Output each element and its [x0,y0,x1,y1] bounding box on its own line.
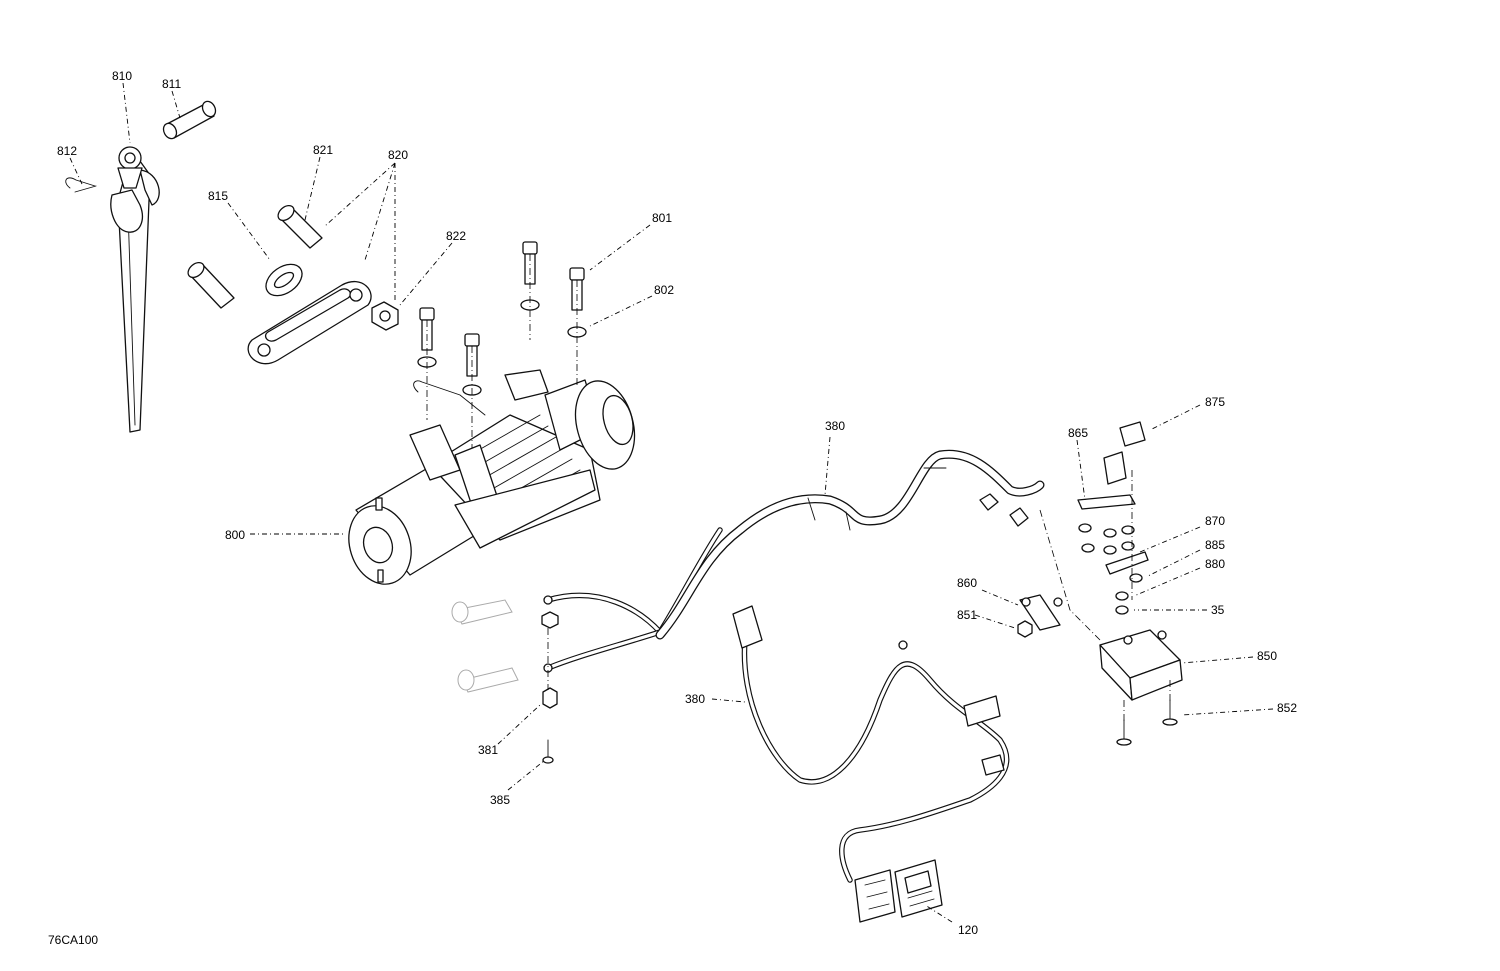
assembly-centerlines [426,254,1171,722]
callout-380-control: 380 [685,692,705,706]
winch-assembly-800 [348,369,636,585]
callout-380-main: 380 [825,419,845,433]
leader-lines [69,82,1274,923]
callout-385: 385 [490,793,510,807]
clevis-pin-811 [162,100,217,140]
callout-851: 851 [957,608,977,622]
washers-nuts-870-885-880-35 [1078,523,1143,615]
fairlead-bolt-upper [277,204,323,249]
callout-802: 802 [654,283,674,297]
relay-brackets-875-865 [1077,421,1149,575]
callout-880: 880 [1205,557,1225,571]
callout-800: 800 [225,528,245,542]
fairlead-spacer-815 [265,263,303,297]
callout-120: 120 [958,923,978,937]
cotter-pin-812 [65,177,97,193]
fairlead-nut-822 [371,301,399,331]
rocker-switches-120 [854,859,943,923]
bracket-860 [1019,594,1063,631]
callout-815: 815 [208,189,228,203]
hawse-fairlead-plate [247,281,372,365]
callout-885: 885 [1205,538,1225,552]
drawing-reference-code: 76CA100 [48,933,99,947]
callout-812: 812 [57,144,77,158]
callout-822: 822 [446,229,466,243]
callout-870: 870 [1205,514,1225,528]
callout-35: 35 [1211,603,1225,617]
control-harness-380 [732,605,1010,883]
callout-875: 875 [1205,395,1225,409]
nut-851 [1017,620,1033,638]
fairlead-bolt-lower [187,261,235,309]
callout-810: 810 [112,69,132,83]
contactor-850 [1099,629,1183,701]
callout-821: 821 [313,143,333,157]
callout-865: 865 [1068,426,1088,440]
winch-mounting-bolts [417,241,587,396]
callout-852: 852 [1277,701,1297,715]
callout-820: 820 [388,148,408,162]
callout-860: 860 [957,576,977,590]
callout-850: 850 [1257,649,1277,663]
contactor-screws-852 [1116,699,1178,746]
hook-strap-assembly [110,146,160,433]
battery-cable-terminal-ghosts [451,599,519,693]
main-harness-380 [655,449,1045,640]
callout-801: 801 [652,211,672,225]
battery-cables [541,527,723,764]
callout-811: 811 [162,77,181,91]
callout-381: 381 [478,743,498,757]
callout-numbers: 810 811 812 815 821 820 822 801 802 800 … [57,69,1297,937]
